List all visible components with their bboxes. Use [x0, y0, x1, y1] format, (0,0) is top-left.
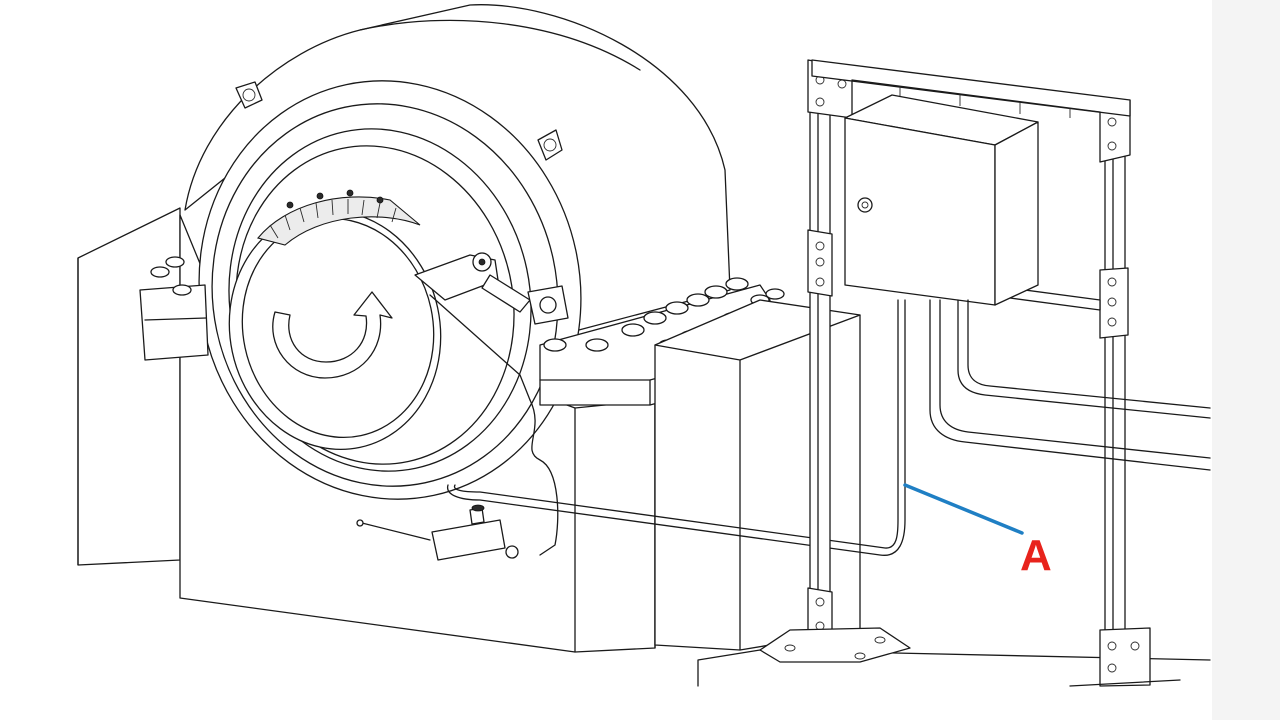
callout-a-label: A — [1020, 531, 1052, 580]
motor-end-shield — [198, 80, 582, 500]
callout-a-leader — [903, 483, 1024, 535]
sensor-cable — [447, 299, 906, 556]
floor-plinth — [697, 649, 1211, 687]
enclosure-lock-icon — [857, 197, 873, 213]
rear-conduits — [929, 299, 1211, 471]
enclosure-box — [844, 94, 1039, 306]
rotation-arrow — [272, 291, 393, 379]
brush-ring — [257, 189, 421, 246]
lifting-eye-right — [537, 129, 563, 161]
sensor-arm — [414, 252, 569, 401]
lifting-eye-left — [235, 81, 263, 109]
strut-frame-right-post — [1069, 99, 1181, 687]
left-side-block — [77, 207, 181, 566]
left-post-foot — [759, 627, 911, 663]
right-margin-strip — [1212, 0, 1280, 720]
sensor-module — [356, 504, 519, 561]
callout-a: A — [903, 483, 1052, 580]
left-coupling-block — [139, 256, 209, 361]
